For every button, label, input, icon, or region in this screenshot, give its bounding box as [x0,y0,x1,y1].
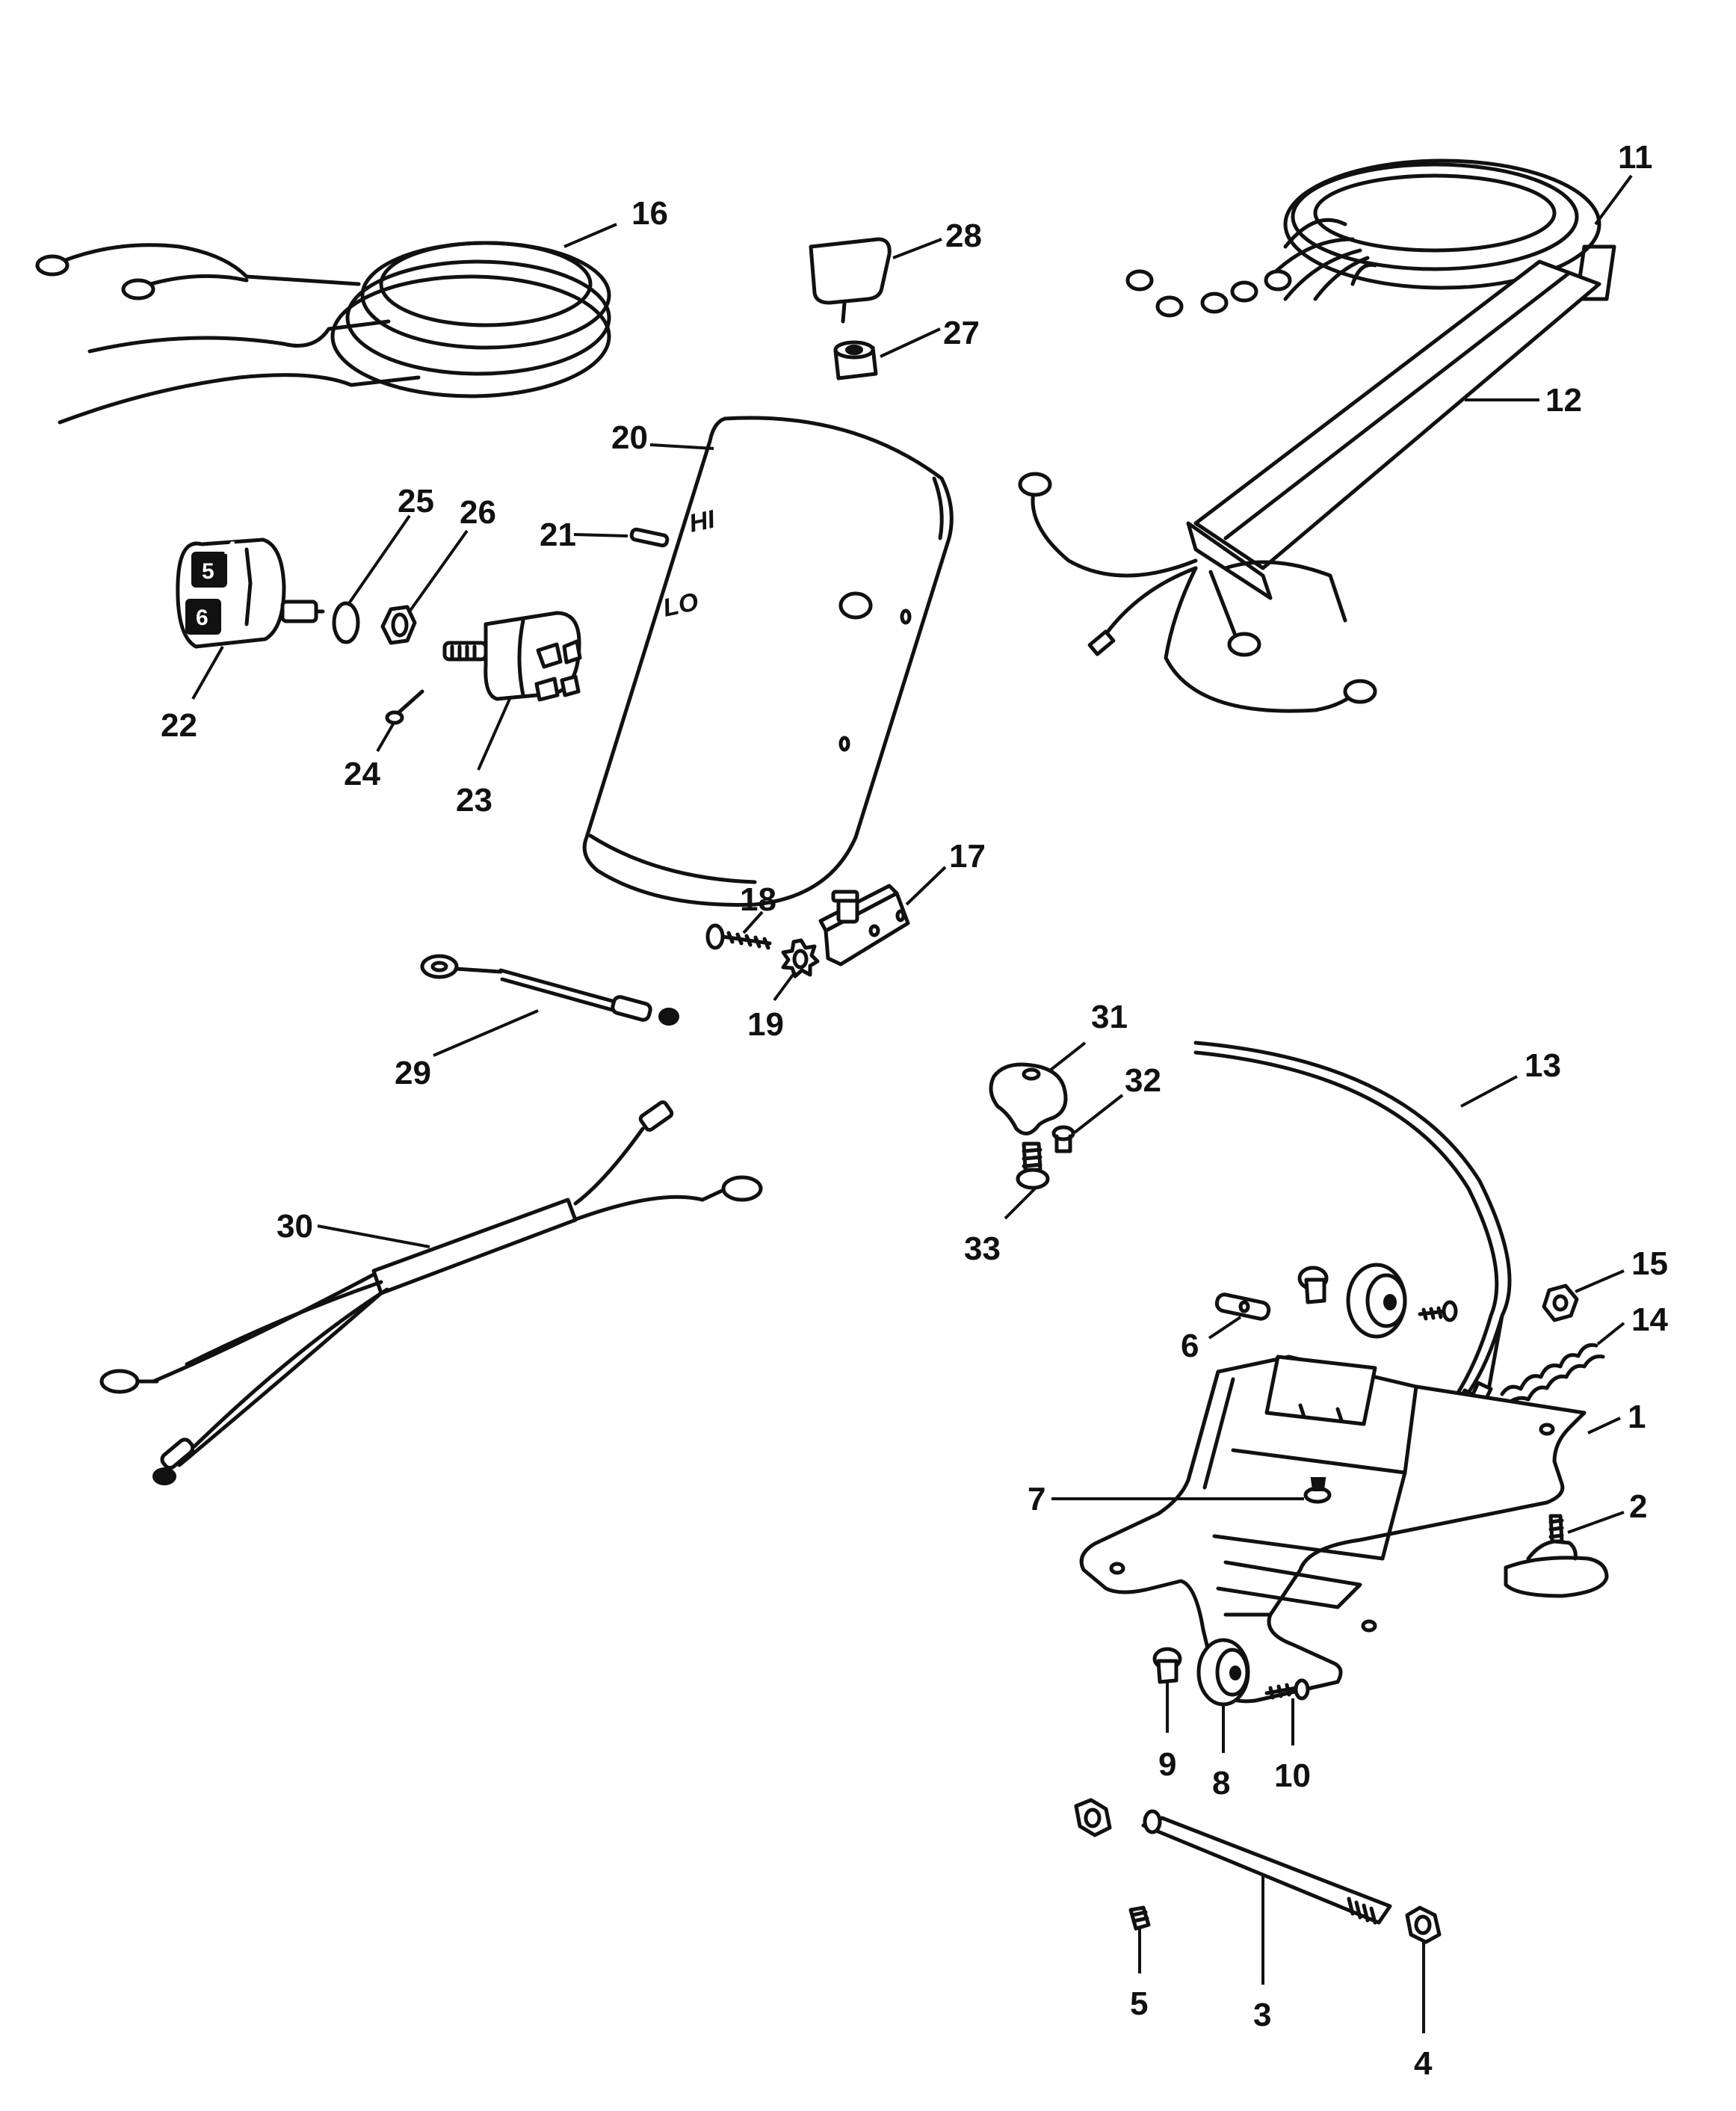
cable-13 [1193,1041,1512,1419]
dial-number-6: 6 [196,605,208,630]
callout-10: 10 [1274,1757,1311,1794]
callout-15: 15 [1631,1245,1668,1282]
callout-28: 28 [945,218,982,254]
callout-5: 5 [1130,1985,1148,2022]
callout-26: 26 [460,494,496,531]
screw-18 [705,923,772,950]
callout-31: 31 [1091,999,1128,1035]
nut-15 [1542,1283,1579,1322]
jumper-wire-29 [420,954,679,1026]
callout-11: 11 [1618,139,1653,176]
cover-20: HI LO [582,416,954,907]
screw-10 [1264,1678,1310,1701]
base-bracket-1 [1079,1355,1587,1704]
callout-3: 3 [1253,1997,1271,2033]
pin-21 [629,527,670,548]
knob-31 [989,1062,1068,1135]
cap-28 [809,237,892,324]
callout-27: 27 [943,315,980,351]
callout-9: 9 [1158,1746,1176,1783]
leader-lines [191,174,1633,2033]
callout-24: 24 [344,756,380,792]
star-washer-19 [781,938,820,979]
bushing-9 [1152,1647,1182,1684]
callout-4: 4 [1414,2045,1433,2082]
nut-4 [1405,1905,1442,1944]
callout-12: 12 [1545,382,1582,419]
pulley-8 [1196,1638,1250,1707]
screw-32 [1051,1125,1075,1153]
nut-26 [380,605,417,645]
wire-harness-16 [35,241,611,425]
y-wire-30 [99,1100,763,1485]
callout-33: 33 [964,1230,1001,1267]
grommet-27 [833,340,878,380]
nut-left [1074,1798,1112,1837]
callout-17: 17 [949,838,986,875]
screw-24 [385,689,424,725]
callout-16: 16 [631,195,668,232]
callout-2: 2 [1629,1488,1647,1525]
callout-29: 29 [395,1055,431,1091]
callout-14: 14 [1631,1301,1668,1338]
upper-pulley [1346,1263,1407,1339]
speed-knob-22: 4 5 6 [176,537,325,649]
callout-7: 7 [1028,1481,1045,1517]
dial-number-5: 5 [202,559,214,584]
callout-30: 30 [277,1208,313,1245]
o-ring-25 [332,601,360,644]
callout-13: 13 [1525,1047,1561,1084]
callout-20: 20 [611,419,648,456]
upper-bushing [1297,1266,1329,1304]
dial-number-4: 4 [224,537,237,562]
callout-8: 8 [1212,1765,1230,1802]
callout-6: 6 [1181,1328,1199,1364]
callout-1: 1 [1628,1399,1646,1435]
screw-7 [1303,1477,1332,1504]
callout-25: 25 [398,483,434,520]
pin-6 [1214,1292,1271,1321]
set-screw-5 [1128,1905,1151,1931]
callout-21: 21 [540,517,576,553]
rotary-switch-23 [442,611,582,702]
callout-19: 19 [747,1006,784,1043]
axle-shaft-3 [1141,1809,1392,1925]
switch-block-17 [818,884,910,967]
spring-14 [1500,1343,1605,1408]
callout-32: 32 [1125,1062,1161,1099]
callout-18: 18 [740,881,776,918]
callout-labels: 16 28 27 11 12 20 21 25 26 22 24 23 17 1… [161,139,1668,2082]
callout-23: 23 [456,782,492,819]
upper-screw [1418,1300,1458,1322]
screw-33 [1016,1141,1050,1190]
wire-harness-11-12 [1018,158,1616,713]
callout-22: 22 [161,707,197,744]
suction-foot-2 [1504,1514,1609,1598]
